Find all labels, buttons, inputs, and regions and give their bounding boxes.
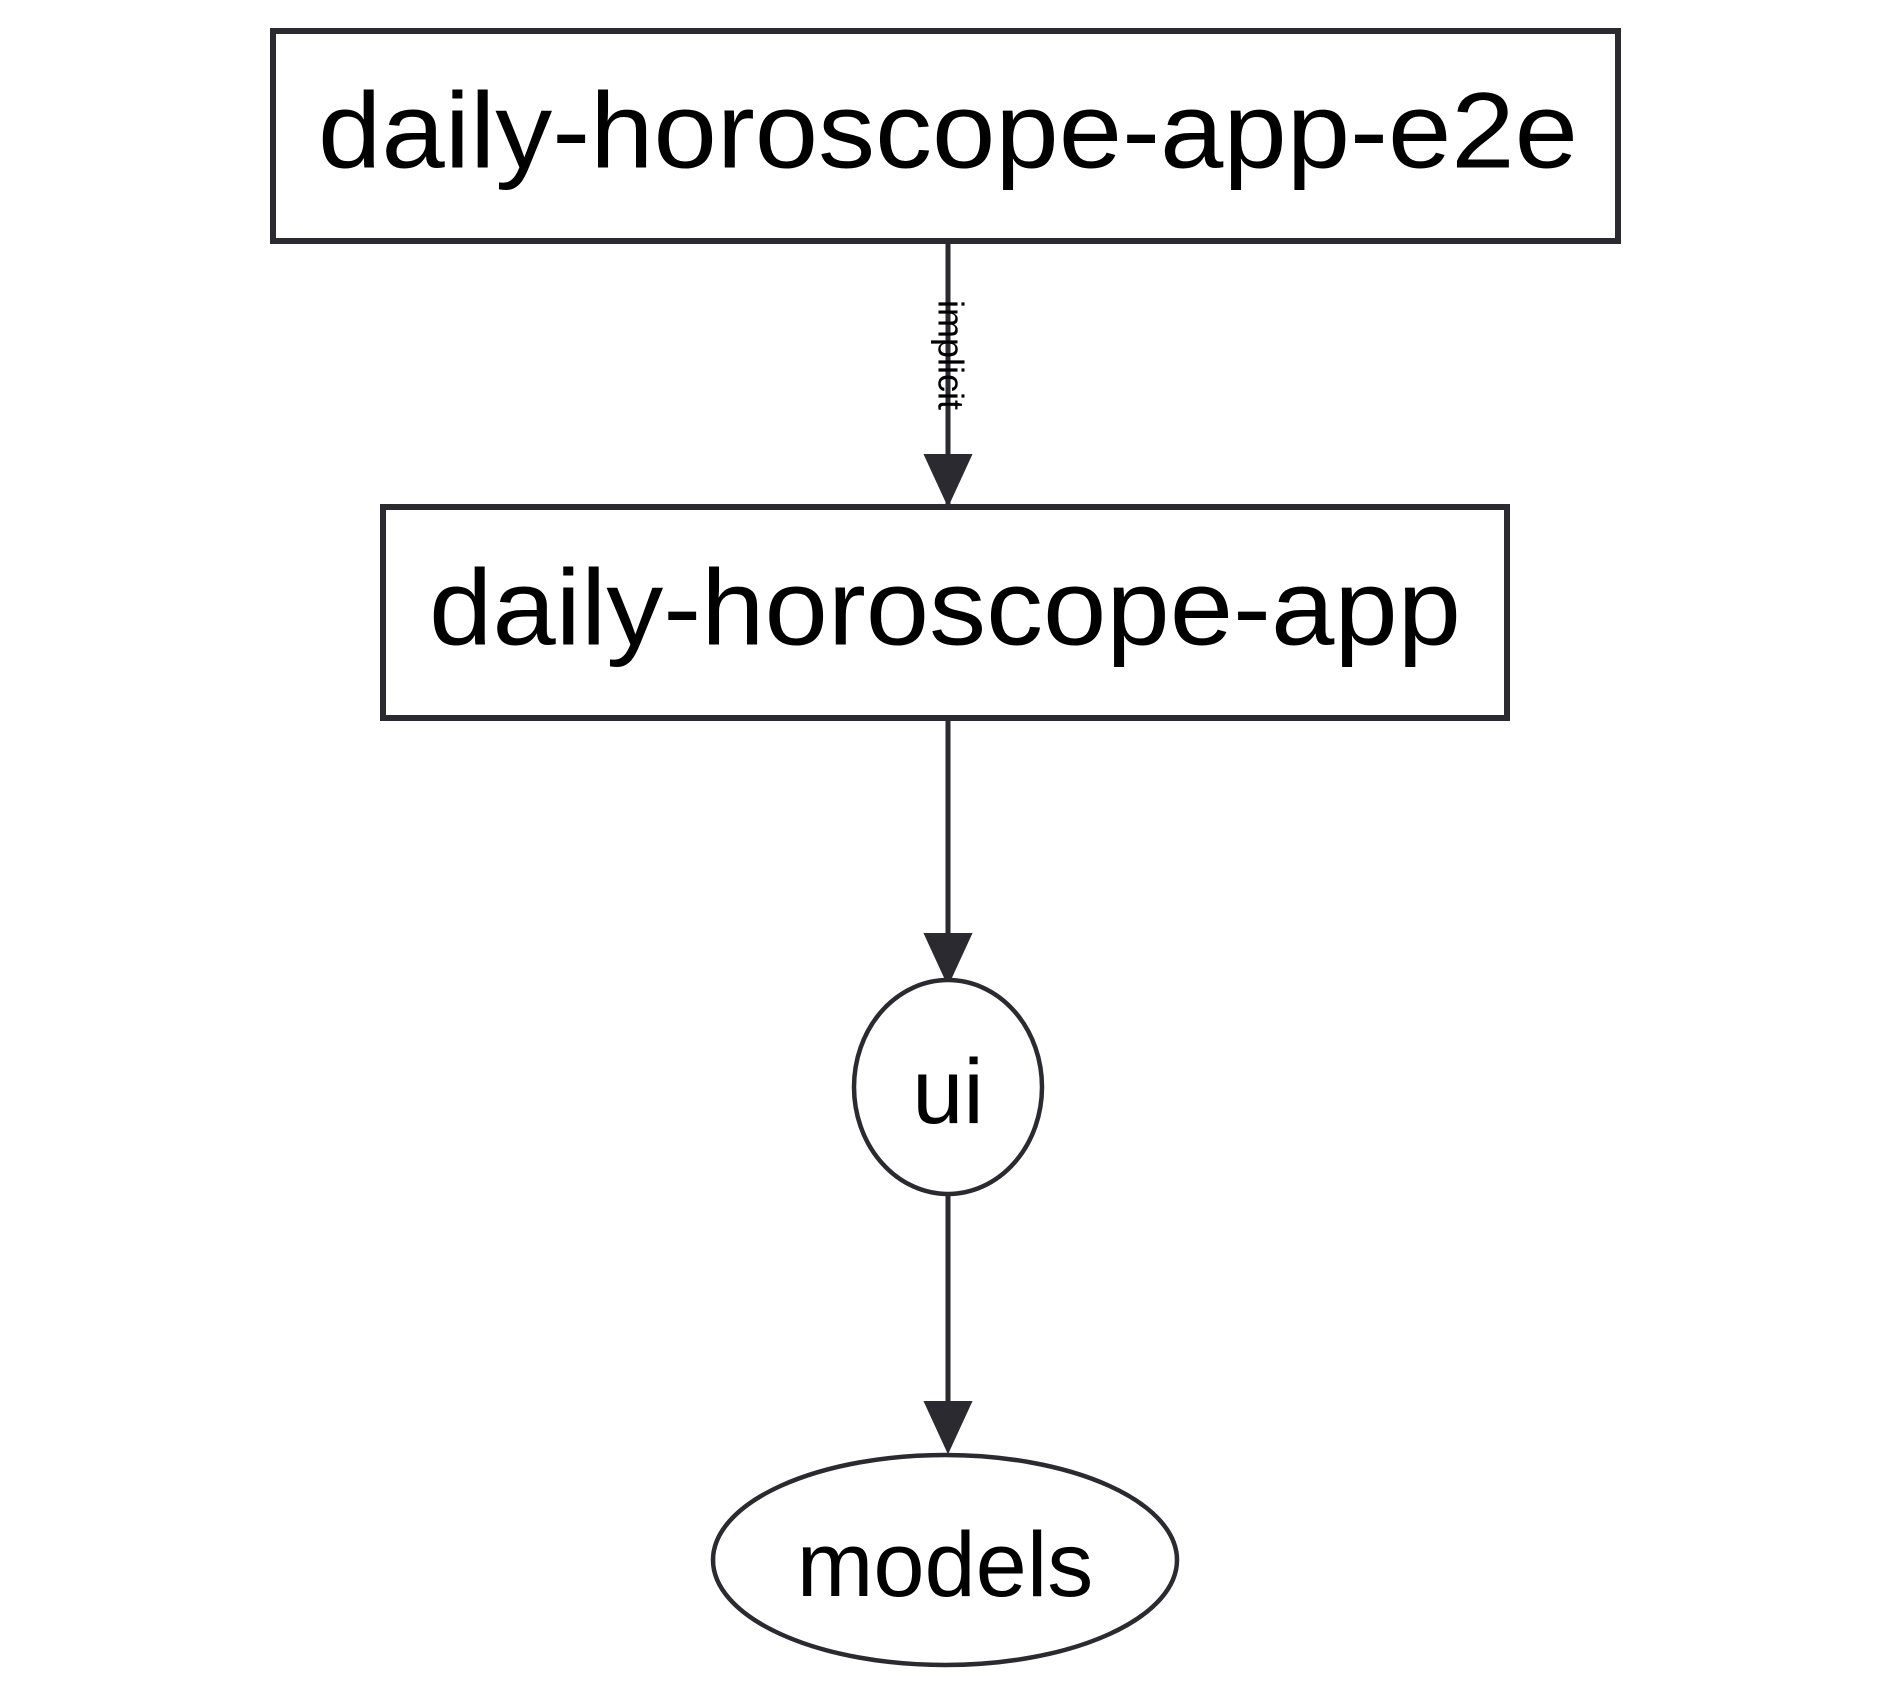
node-label-app: daily-horoscope-app: [429, 547, 1461, 668]
node-rect-e2e: [270, 28, 1621, 244]
node-ellipse-ui: [851, 977, 1045, 1197]
node-label-e2e: daily-horoscope-app-e2e: [318, 70, 1578, 191]
edge-ui-to-models[interactable]: [923, 1194, 973, 1455]
arrowhead-app-to-ui: [923, 933, 973, 987]
arrowhead-e2e-to-app: [923, 454, 973, 508]
edge-app-to-ui[interactable]: [923, 718, 973, 987]
edge-label-implicit: implicit: [930, 300, 971, 410]
node-label-models: models: [797, 1514, 1094, 1616]
node-ui[interactable]: ui: [851, 977, 1045, 1197]
node-daily-horoscope-app-e2e[interactable]: daily-horoscope-app-e2e: [270, 28, 1621, 244]
arrowhead-ui-to-models: [923, 1401, 973, 1455]
node-daily-horoscope-app[interactable]: daily-horoscope-app: [380, 504, 1510, 721]
node-ellipse-models: [710, 1452, 1180, 1668]
node-models[interactable]: models: [710, 1452, 1180, 1668]
node-rect-app: [380, 504, 1510, 721]
node-label-ui: ui: [912, 1041, 984, 1143]
